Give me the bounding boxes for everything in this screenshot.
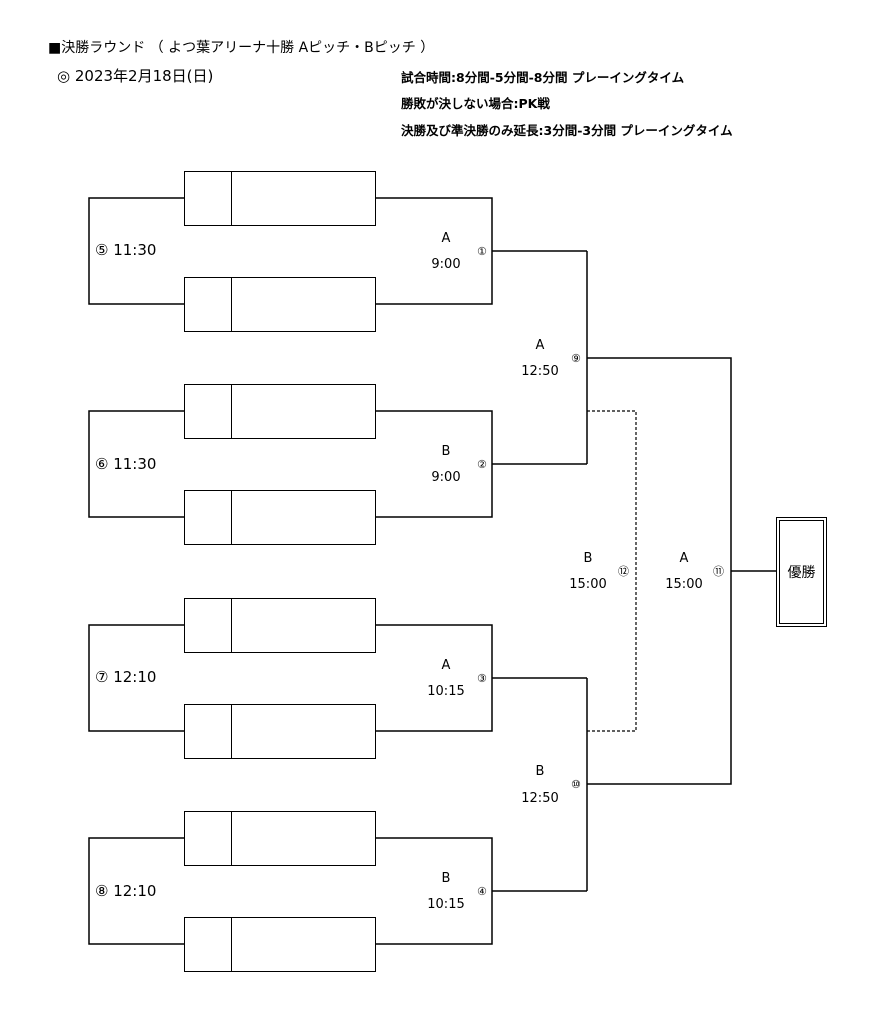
match-label-8: ⑧ 12:10 xyxy=(95,882,157,900)
match-9-pitch: A xyxy=(535,338,545,353)
final-bracket xyxy=(587,357,732,785)
match-2-number: ② xyxy=(477,458,487,471)
page-title: ■決勝ラウンド （ よつ葉アリーナ十勝 Aピッチ・Bピッチ ） xyxy=(48,40,435,56)
match-1-number: ① xyxy=(477,245,487,258)
team-box xyxy=(184,490,376,545)
left-bracket-6 xyxy=(88,410,184,518)
match-10-time: 12:50 xyxy=(521,791,559,806)
team-box xyxy=(184,598,376,653)
r1-bracket-1 xyxy=(375,197,493,305)
team-box xyxy=(184,277,376,332)
match-3-time: 10:15 xyxy=(427,684,465,699)
r1-bracket-3 xyxy=(375,624,493,732)
event-date: ◎ 2023年2月18日(日) xyxy=(57,67,214,85)
team-box xyxy=(184,384,376,439)
rule-tiebreak: 勝敗が決しない場合:PK戦 xyxy=(401,96,550,111)
match-9-time: 12:50 xyxy=(521,364,559,379)
rule-match-time: 試合時間:8分間-5分間-8分間 プレーイングタイム xyxy=(401,70,685,85)
left-bracket-8 xyxy=(88,837,184,945)
match-4-pitch: B xyxy=(441,871,451,886)
match-1-pitch: A xyxy=(441,231,451,246)
match-label-7: ⑦ 12:10 xyxy=(95,668,157,686)
left-bracket-7 xyxy=(88,624,184,732)
match-1-time: 9:00 xyxy=(431,257,461,272)
team-box xyxy=(184,171,376,226)
team-box xyxy=(184,704,376,759)
match-10-number: ⑩ xyxy=(571,778,581,791)
match-11-number: ⑪ xyxy=(713,565,724,578)
match-12-number: ⑫ xyxy=(618,565,629,578)
match-12-time: 15:00 xyxy=(569,577,607,592)
left-bracket-5 xyxy=(88,197,184,305)
r1-bracket-2 xyxy=(375,410,493,518)
match-3-pitch: A xyxy=(441,658,451,673)
match-2-time: 9:00 xyxy=(431,470,461,485)
match-9-number: ⑨ xyxy=(571,352,581,365)
match-4-number: ④ xyxy=(477,885,487,898)
match-2-pitch: B xyxy=(441,444,451,459)
team-box xyxy=(184,917,376,972)
r1-bracket-4 xyxy=(375,837,493,945)
match-11-pitch: A xyxy=(679,551,689,566)
match-11-time: 15:00 xyxy=(665,577,703,592)
match-3-number: ③ xyxy=(477,672,487,685)
match-10-pitch: B xyxy=(535,764,545,779)
rule-extra-time: 決勝及び準決勝のみ延長:3分間-3分間 プレーイングタイム xyxy=(401,123,733,138)
match-label-5: ⑤ 11:30 xyxy=(95,241,157,259)
match-4-time: 10:15 xyxy=(427,897,465,912)
match-label-6: ⑥ 11:30 xyxy=(95,455,157,473)
champion-box: 優勝 xyxy=(776,517,827,627)
team-box xyxy=(184,811,376,866)
champion-label: 優勝 xyxy=(779,520,824,624)
match-12-pitch: B xyxy=(583,551,593,566)
